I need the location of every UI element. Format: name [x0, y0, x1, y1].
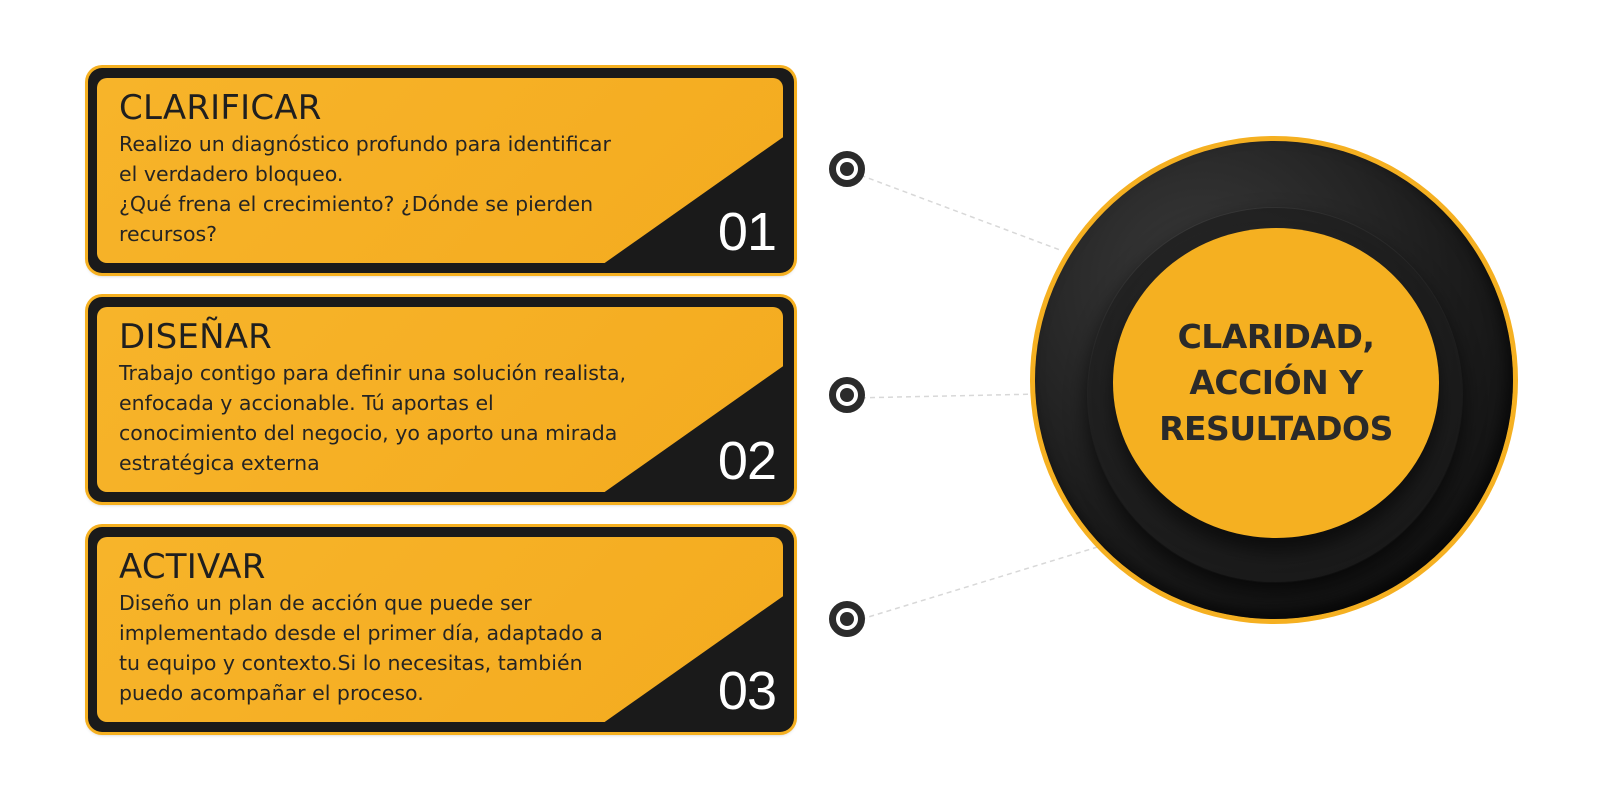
bullseye-icon [829, 151, 865, 187]
center-label: CLARIDAD, ACCIÓN Y RESULTADOS [1159, 317, 1393, 448]
connector-line-3 [851, 544, 1105, 623]
connector-line-2 [851, 393, 1041, 399]
step-card-disenar: DISEÑAR Trabajo contigo para definir una… [88, 297, 794, 502]
step-card-clarificar: CLARIFICAR Realizo un diagnóstico profun… [88, 68, 794, 273]
step-number: 03 [717, 661, 777, 721]
step-description: Diseño un plan de acción que puede ser i… [119, 591, 603, 705]
bullseye-icon [829, 377, 865, 413]
bullseye-icon [829, 601, 865, 637]
center-core: CLARIDAD, ACCIÓN Y RESULTADOS [1113, 228, 1439, 538]
step-title: CLARIFICAR [119, 88, 322, 128]
connector-line-1 [851, 171, 1061, 251]
step-number: 02 [717, 431, 777, 491]
step-number: 01 [717, 202, 777, 262]
step-title: ACTIVAR [119, 547, 266, 587]
step-description: Trabajo contigo para definir una solució… [119, 361, 627, 475]
step-title: DISEÑAR [119, 317, 272, 357]
step-description: Realizo un diagnóstico profundo para ide… [119, 132, 611, 246]
step-card-activar: ACTIVAR Diseño un plan de acción que pue… [88, 527, 794, 732]
